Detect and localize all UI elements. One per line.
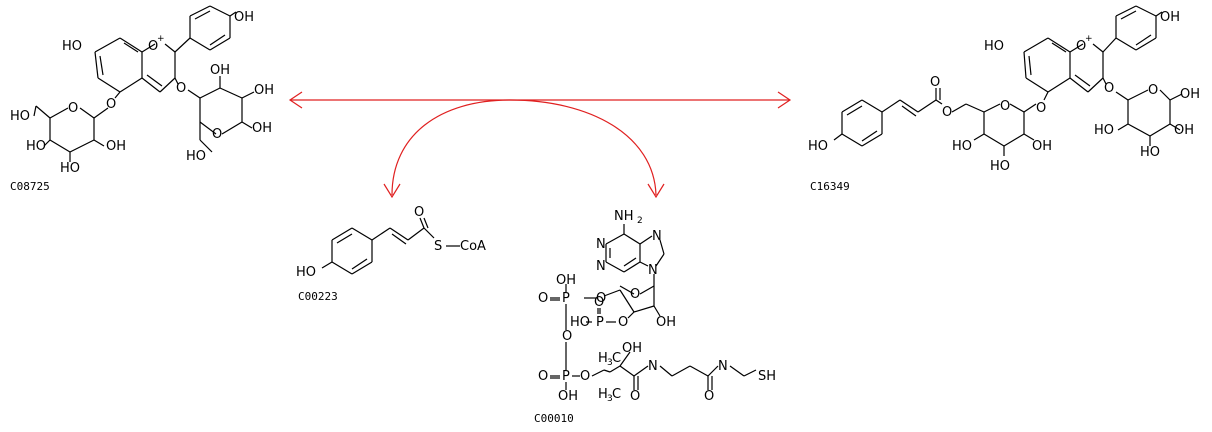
structure-c16349: HO O O O HO HO OH O HO O + OH O O OH OH …: [808, 5, 1200, 193]
c08725-id: C08725: [10, 180, 50, 193]
c16349-glcB-ho-2: HO: [1094, 123, 1114, 138]
c00223-carbonyl-o: O: [414, 205, 424, 220]
c00010-adenine-n1: N: [596, 237, 606, 252]
c00010-adenine-n7: N: [652, 229, 662, 244]
c00010-h3c-upper-subscript: 3: [607, 358, 613, 368]
c08725-glc1-ho-4: HO: [26, 139, 46, 154]
c00010-3p-oxo: O: [594, 295, 604, 310]
c16349-charge: +: [1085, 34, 1093, 44]
c16349-glcB-oh-4: OH: [1174, 123, 1194, 138]
c08725-glc1-ring-o: O: [68, 101, 78, 116]
c00223-thioester-s: S: [434, 239, 442, 254]
c16349-ho-7: HO: [984, 39, 1004, 54]
c00010-3p-bridge-o: O: [618, 315, 628, 330]
c08725-glc1-ho-6: HO: [10, 109, 30, 124]
c16349-id: C16349: [810, 180, 850, 193]
c00010-amide1-n: N: [648, 359, 658, 374]
reaction-arrows: [288, 91, 792, 199]
c00010-pb-oxo: O: [538, 369, 548, 384]
c16349-glcB-ho-3: HO: [1140, 145, 1160, 160]
c00010-5p-bridge-o: O: [596, 291, 606, 306]
c08725-glc2-ho-6: HO: [186, 149, 206, 164]
c08725-o-5: O: [106, 97, 116, 112]
c16349-ester-o: O: [942, 105, 952, 120]
c16349-ring-oxygen: O: [1076, 39, 1086, 54]
c00010-pb-phosphorus: P: [562, 369, 570, 384]
c00010-ribose-oh: OH: [656, 315, 676, 330]
c08725-bonds: [33, 5, 255, 162]
c16349-glcA-ring-o: O: [1000, 99, 1010, 114]
right-arrowhead: [777, 91, 792, 109]
c08725-o-3: O: [176, 81, 186, 96]
c16349-ester-carbonyl-o: O: [930, 75, 940, 90]
c08725-glc2-oh-4: OH: [252, 121, 272, 136]
c00010-pa-phosphorus: P: [562, 291, 570, 306]
c08725-glc1-ho-3: HO: [60, 161, 80, 176]
c00010-pb-oh: OH: [558, 389, 578, 404]
c08725-glc2-oh-3: OH: [254, 83, 274, 98]
c00010-adenine-n3: N: [596, 259, 606, 274]
c00010-nh2: NH: [614, 209, 634, 224]
c08725-glc2-oh-2: OH: [210, 63, 230, 78]
c08725-oh-4prime: OH: [234, 10, 254, 25]
c00010-nh2-subscript: 2: [637, 216, 643, 226]
c00010-anhydride-o: O: [562, 329, 572, 344]
c00010-h3c-lower-c: C: [612, 387, 621, 402]
c00010-adenine-n9: N: [648, 263, 658, 278]
c00010-h3c-lower-subscript: 3: [607, 394, 613, 404]
c16349-bonds: [833, 5, 1183, 156]
c16349-oh-4prime: OH: [1160, 10, 1180, 25]
cosubstrate-arrowhead-left: [383, 183, 401, 199]
c00010-thiol: SH: [758, 369, 776, 384]
c08725-ring-oxygen: O: [148, 39, 158, 54]
c00223-id: C00223: [298, 290, 338, 303]
c16349-glcB-ring-o: O: [1148, 83, 1158, 98]
c16349-o-5: O: [1036, 101, 1046, 116]
c08725-glc2-ring-o: O: [212, 127, 222, 142]
c00010-pb-ester-o: O: [580, 369, 590, 384]
c00010-h3c-upper-c: C: [612, 351, 621, 366]
c00010-h3c-upper: H: [598, 351, 608, 366]
c16349-o-3: O: [1104, 81, 1114, 96]
c08725-glc1-oh-2: OH: [106, 139, 126, 154]
c00223-coa: CoA: [460, 239, 486, 254]
c16349-ho-coumaroyl: HO: [808, 139, 828, 154]
structure-c00010: NH 2 N N N N O OH O P O HO O OH P O O P …: [534, 209, 776, 425]
c00010-amide2-o: O: [704, 389, 714, 404]
cosubstrate-arrowhead-right: [647, 183, 665, 199]
c16349-glcA-oh-2: OH: [1032, 139, 1052, 154]
left-arrowhead: [288, 91, 303, 109]
c16349-glcB-oh-6: OH: [1180, 87, 1200, 102]
c00010-amide1-o: O: [630, 389, 640, 404]
cosubstrate-arc-right: [509, 99, 657, 196]
cosubstrate-arc-left: [391, 99, 511, 196]
c00010-3p-phosphorus: P: [596, 315, 604, 330]
c00010-amide2-n: N: [718, 359, 728, 374]
c00010-id: C00010: [534, 412, 574, 425]
structure-c00223: HO O S CoA C00223: [296, 205, 486, 303]
c00010-pa-oxo: O: [538, 291, 548, 306]
c00010-pa-oh: OH: [556, 273, 576, 288]
c00010-h3c-lower: H: [598, 387, 608, 402]
c00010-3p-ho: HO: [570, 315, 590, 330]
c08725-ho-7: HO: [62, 39, 82, 54]
c08725-charge: +: [157, 34, 165, 44]
c00223-ho: HO: [296, 265, 316, 280]
c00010-pantoyl-oh: OH: [622, 341, 642, 356]
c00223-bonds: [321, 217, 460, 275]
c16349-glcA-ho-3: HO: [990, 159, 1010, 174]
structure-c08725: HO O + OH O O O HO HO HO OH OH OH OH O H…: [10, 5, 274, 193]
c00010-bonds: [550, 224, 757, 390]
c16349-glcA-ho-4: HO: [952, 139, 972, 154]
c00010-ribose-o: O: [630, 287, 640, 302]
